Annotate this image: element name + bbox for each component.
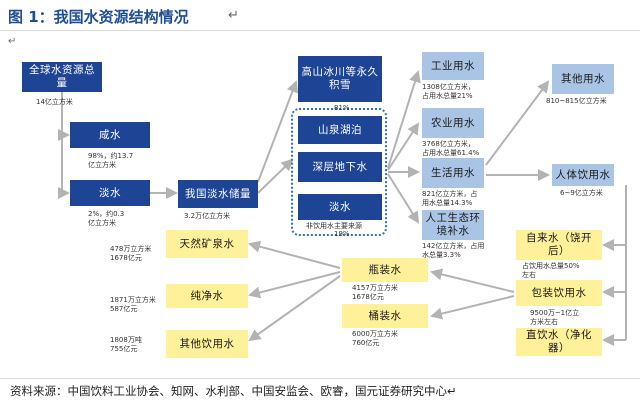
note-other-use: 810~815亿立方米 (546, 97, 607, 105)
title-divider (0, 30, 640, 31)
note-global: 14亿立方米 (36, 98, 73, 106)
node-tap-water: 自来水（饶开后） (516, 230, 602, 260)
note-life-1: 821亿立方米，占 (422, 190, 478, 198)
node-spring-lake: 山泉湖泊 (298, 116, 382, 144)
note-bottled-2: 1678亿元 (352, 293, 384, 301)
note-ice-pct: 81% (334, 104, 350, 112)
node-industry: 工业用水 (422, 52, 484, 80)
note-eco-2: 水总量3.3% (422, 251, 461, 259)
note-agri-2: 占用水总量61.4% (422, 149, 480, 157)
node-packaged-water: 包装饮用水 (516, 280, 602, 306)
note-fresh-1: 2%，约0.3 (88, 210, 125, 218)
note-agri-1: 3768亿立方米， (422, 140, 475, 148)
note-salt-2: 亿立方米 (88, 161, 116, 169)
note-other-drink-1: 1808万吨 (110, 336, 142, 344)
node-china-fresh: 我国淡水储量 (178, 180, 258, 208)
footer-divider (0, 378, 640, 379)
node-fresh-water: 淡水 (70, 180, 150, 206)
note-barreled-1: 6000万立方米 (352, 330, 398, 338)
note-mineral-2: 1678亿元 (110, 254, 142, 262)
paragraph-mark-2: ↵ (8, 36, 17, 47)
note-tap-1: 占饮用水总量50% (522, 262, 580, 270)
node-natural-mineral: 天然矿泉水 (166, 230, 248, 258)
note-fresh-source: 非饮用水主要来源 (306, 222, 362, 230)
node-agriculture: 农业用水 (422, 108, 484, 138)
note-packaged-1: 9500万~1亿立 (530, 309, 580, 317)
node-life: 生活用水 (422, 158, 484, 188)
note-fresh-2: 亿立方米 (88, 219, 116, 227)
note-mineral-1: 478万立方米 (110, 245, 152, 253)
note-pure-1: 1871万立方米 (110, 296, 156, 304)
note-bottled-1: 4157万立方米 (352, 284, 398, 292)
note-industry-2: 占用水总量21% (422, 92, 473, 100)
node-eco: 人工生态环境补水 (422, 210, 484, 240)
node-salt-water: 咸水 (70, 122, 150, 148)
note-tap-2: 左右 (522, 271, 536, 279)
node-direct-water: 直饮水（净化器） (516, 328, 602, 356)
note-other-drink-2: 755亿元 (110, 345, 138, 353)
node-fresh-small: 淡水 (298, 194, 382, 220)
node-other-drink: 其他饮用水 (166, 330, 248, 358)
note-human: 6~9亿立方米 (560, 189, 603, 197)
note-eco-1: 142亿立方米，占用 (422, 242, 485, 250)
note-packaged-2: 方米左右 (530, 318, 558, 326)
source-note: 资料来源：中国饮料工业协会、知网、水利部、中国安监会、欧睿，国元证券研究中心↵ (10, 384, 457, 398)
paragraph-mark: ↵ (228, 8, 239, 23)
node-global-water: 全球水资源总量 (22, 62, 102, 92)
node-barreled-water: 桶装水 (342, 304, 428, 328)
note-fresh-pct: 19% (334, 230, 350, 238)
node-bottled-water: 瓶装水 (342, 258, 428, 282)
node-other-use: 其他用水 (552, 64, 614, 94)
node-pure-water: 纯净水 (166, 284, 248, 308)
note-china: 3.2万亿立方米 (184, 212, 231, 220)
figure-title: 图 1：我国水资源结构情况 (8, 8, 189, 26)
note-pure-2: 587亿元 (110, 305, 138, 313)
node-human-drink: 人体饮用水 (552, 164, 614, 186)
note-salt-1: 98%，约13.7 (88, 152, 134, 160)
node-mountain-ice: 高山冰川等永久积雪 (298, 56, 382, 102)
source-group-frame (291, 108, 387, 236)
node-deep-ground: 深层地下水 (298, 152, 382, 182)
note-barreled-2: 760亿元 (352, 339, 380, 347)
note-life-2: 用水总量14.3% (422, 199, 473, 207)
note-industry-1: 1308亿立方米， (422, 83, 475, 91)
